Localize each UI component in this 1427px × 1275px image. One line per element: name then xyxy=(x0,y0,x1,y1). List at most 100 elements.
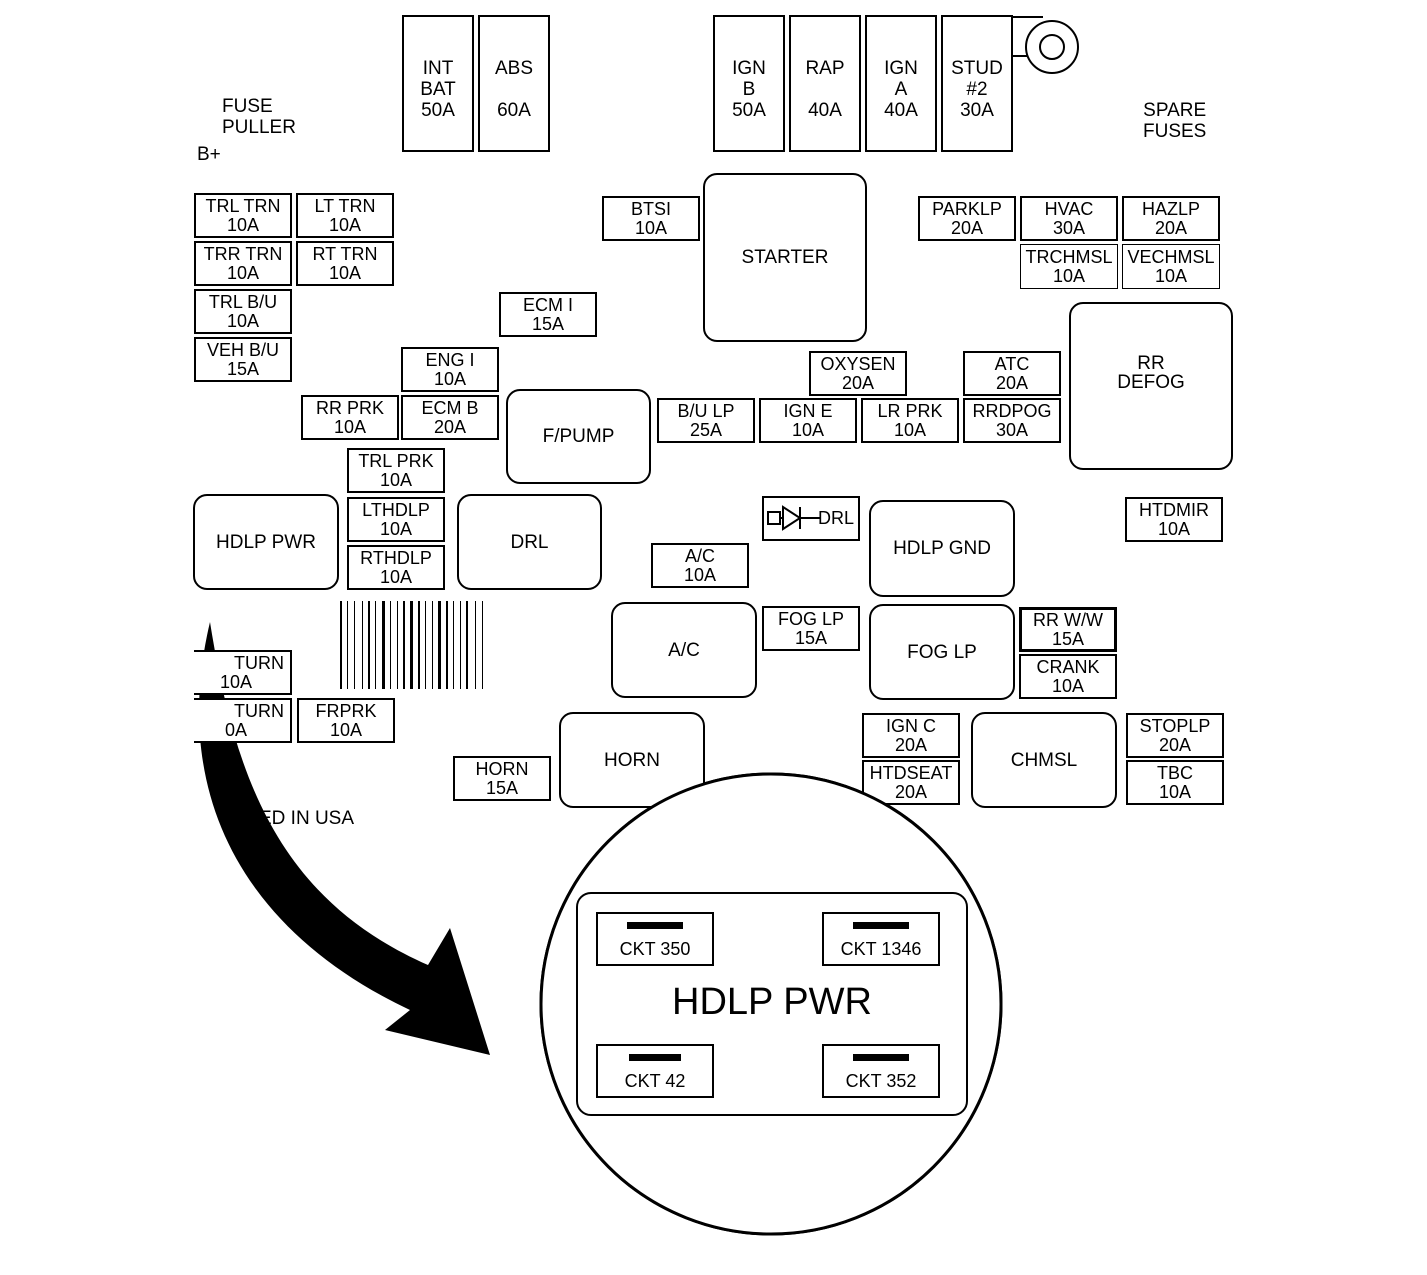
fuse-puller-label: FUSE PULLER xyxy=(222,96,296,138)
relay-fog-lp: FOG LP xyxy=(869,604,1015,700)
fuse-label: RR W/W xyxy=(1033,609,1103,630)
barcode-bar xyxy=(368,601,370,689)
fuse-rating: 10A xyxy=(683,564,717,585)
terminal-blade xyxy=(853,1054,909,1061)
fuse-label: RR PRK xyxy=(315,397,384,418)
fuse-rating: 20A xyxy=(950,217,984,238)
fuse-label: A/C xyxy=(684,545,715,566)
fuse-rating: 30A xyxy=(1052,217,1086,238)
fuse-rating: 10A xyxy=(328,214,362,235)
fuse-label: HAZLP xyxy=(1141,198,1201,219)
fuse-rating: 10A xyxy=(379,469,413,490)
fuse-rating: 10A xyxy=(329,719,363,740)
fuse-label: B/U LP xyxy=(677,400,735,421)
made-in-usa-label: ED IN USA xyxy=(259,808,355,829)
fuse-label: ECM B xyxy=(421,397,479,418)
barcode-bar xyxy=(418,601,420,689)
fuse-rating: 10A xyxy=(1158,781,1192,802)
zoom-title: HDLP PWR xyxy=(672,981,872,1023)
fuse-label: BTSI xyxy=(630,198,671,219)
fuse-label: B xyxy=(742,79,756,100)
maxi-fuse-abs: ABS 60A xyxy=(478,15,550,152)
fuse-label: TRR TRN xyxy=(203,243,283,264)
maxi-fuse-int-bat: INT BAT 50A xyxy=(402,15,474,152)
fuse-label: INT xyxy=(422,58,454,79)
fuse-rating: 60A xyxy=(497,100,531,121)
fuse-label: TRL PRK xyxy=(358,450,434,471)
fuse-rating: 20A xyxy=(995,372,1029,393)
fuse-rating: 10A xyxy=(328,262,362,283)
fuse-label: IGN xyxy=(884,58,918,79)
fuse-rating: 50A xyxy=(732,100,766,121)
circuit-label: CKT 352 xyxy=(845,1071,917,1091)
fuse-label: OXYSEN xyxy=(820,353,896,374)
fuse-label: ECM I xyxy=(522,294,573,315)
terminal-blade xyxy=(629,1054,681,1061)
fuse-rating: 20A xyxy=(841,372,875,393)
barcode-bar xyxy=(340,601,342,689)
fuse-label: TURN xyxy=(234,652,284,673)
fuse-label: A xyxy=(894,79,908,100)
fuse-rating: 10A xyxy=(379,518,413,539)
fuse-label: RAP xyxy=(805,58,845,79)
barcode xyxy=(340,601,483,689)
fuse-rating: 15A xyxy=(485,777,519,798)
zoom-slot-ckt-42: CKT 42 xyxy=(596,1044,714,1098)
barcode-bar xyxy=(382,601,385,689)
fuse-label: LR PRK xyxy=(877,400,943,421)
fuse-label: CRANK xyxy=(1036,656,1100,677)
zoom-slot-ckt-350: CKT 350 xyxy=(596,912,714,966)
fuse-label: TBC xyxy=(1157,762,1193,783)
fuse-rating: 15A xyxy=(226,358,260,379)
fuse-label: IGN C xyxy=(885,715,936,736)
fuse-rating: 20A xyxy=(433,416,467,437)
zoom-slot-ckt-1346: CKT 1346 xyxy=(822,912,940,966)
fuse-rating: 10A xyxy=(1051,675,1085,696)
fuse-rating: 0A xyxy=(224,719,247,740)
fuse-label: TRL B/U xyxy=(208,291,278,312)
barcode-bar xyxy=(410,601,413,689)
fuse-label: FOG LP xyxy=(777,608,844,629)
barcode-bar xyxy=(390,601,391,689)
stud-terminal xyxy=(1012,16,1079,74)
fuse-label: #2 xyxy=(966,79,988,100)
relay-label: DRL xyxy=(510,531,549,553)
fuse-label: VEH B/U xyxy=(206,339,280,360)
fuse-rating: 10A xyxy=(333,416,367,437)
fuse-rating: 10A xyxy=(433,368,467,389)
relay-drl: DRL xyxy=(457,494,602,590)
diode-drl: DRL xyxy=(762,496,860,541)
fuse-rating: 20A xyxy=(894,781,928,802)
relay-label: HDLP GND xyxy=(893,538,991,559)
maxi-fuse-ign-b: IGN B 50A xyxy=(713,15,785,152)
circuit-label: CKT 42 xyxy=(624,1071,686,1091)
fuse-rating: 25A xyxy=(689,419,723,440)
relay-starter: STARTER xyxy=(703,173,867,342)
